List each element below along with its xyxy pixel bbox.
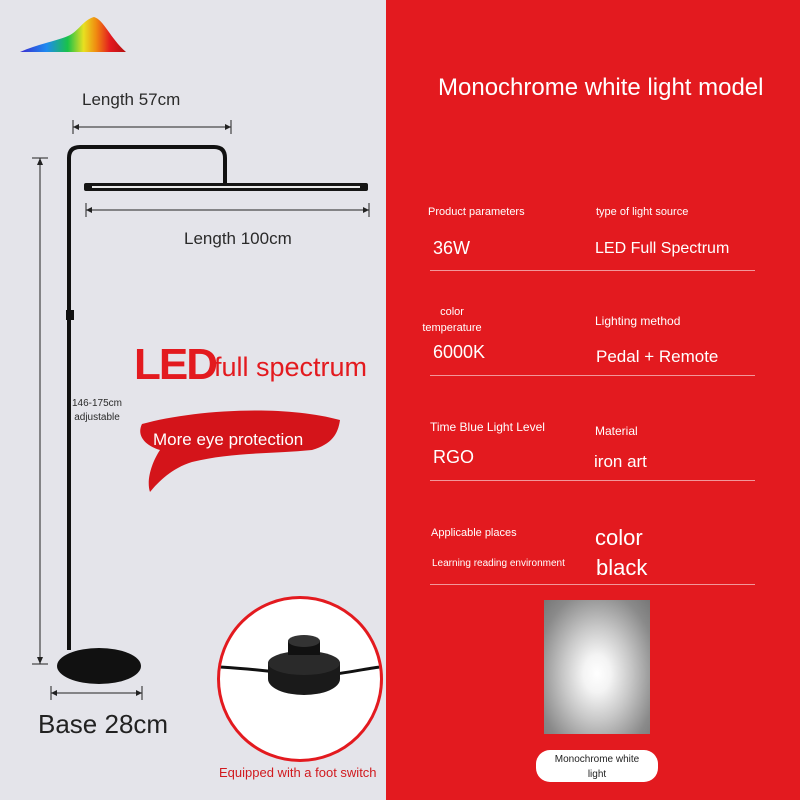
lamp-drawing bbox=[32, 120, 370, 700]
spec-label: Time Blue Light Level bbox=[430, 420, 545, 434]
spec-value: 36W bbox=[433, 238, 471, 258]
divider bbox=[430, 375, 755, 376]
left-panel: Length 57cm Length 100cm 146-175cm bbox=[0, 0, 386, 800]
foot-switch-icon bbox=[220, 635, 380, 695]
swatch-caption-line: light bbox=[587, 769, 607, 780]
right-panel: Monochrome white light model Product par… bbox=[386, 0, 800, 800]
height-range: 146-175cm bbox=[71, 398, 123, 409]
swatch-caption: Monochrome white light bbox=[536, 752, 658, 782]
foot-switch-image bbox=[217, 596, 383, 762]
spec-value: Pedal + Remote bbox=[596, 347, 719, 366]
led-title: LED bbox=[134, 340, 218, 389]
swatch-caption-pill bbox=[536, 750, 658, 782]
spec-value: iron art bbox=[594, 452, 647, 471]
height-note: adjustable bbox=[74, 412, 120, 423]
model-title: Monochrome white light model bbox=[438, 74, 764, 101]
divider bbox=[430, 584, 755, 585]
spec-label: Applicable places bbox=[431, 527, 517, 539]
spec-label: color bbox=[595, 525, 643, 550]
divider bbox=[430, 480, 755, 481]
spec-label: color temperature bbox=[422, 304, 482, 336]
led-subtitle: full spectrum bbox=[214, 352, 368, 382]
divider bbox=[430, 270, 755, 271]
spec-label: type of light source bbox=[596, 206, 689, 218]
spec-value: LED Full Spectrum bbox=[595, 240, 730, 257]
spec-label: Product parameters bbox=[428, 206, 525, 218]
length-100-label: Length 100cm bbox=[184, 229, 292, 248]
spec-value: Learning reading environment bbox=[432, 558, 565, 569]
spec-value: RGO bbox=[433, 447, 475, 467]
white-light-swatch bbox=[544, 600, 650, 734]
spec-label-line: color bbox=[440, 306, 464, 318]
spec-label: Lighting method bbox=[595, 314, 681, 328]
swatch-caption-line: Monochrome white bbox=[554, 754, 640, 765]
foot-switch-caption: Equipped with a foot switch bbox=[219, 765, 377, 780]
spectrum-icon bbox=[20, 17, 126, 52]
spec-value: black bbox=[596, 555, 648, 580]
spec-label: Material bbox=[595, 424, 638, 438]
spec-value: 6000K bbox=[433, 342, 486, 362]
eye-protection-text: More eye protection bbox=[153, 430, 304, 449]
height-label: 146-175cm adjustable bbox=[70, 397, 124, 425]
brush-stroke bbox=[140, 410, 340, 492]
length-57-label: Length 57cm bbox=[82, 90, 181, 109]
spec-label-line: temperature bbox=[422, 322, 482, 334]
base-label: Base 28cm bbox=[38, 709, 169, 739]
